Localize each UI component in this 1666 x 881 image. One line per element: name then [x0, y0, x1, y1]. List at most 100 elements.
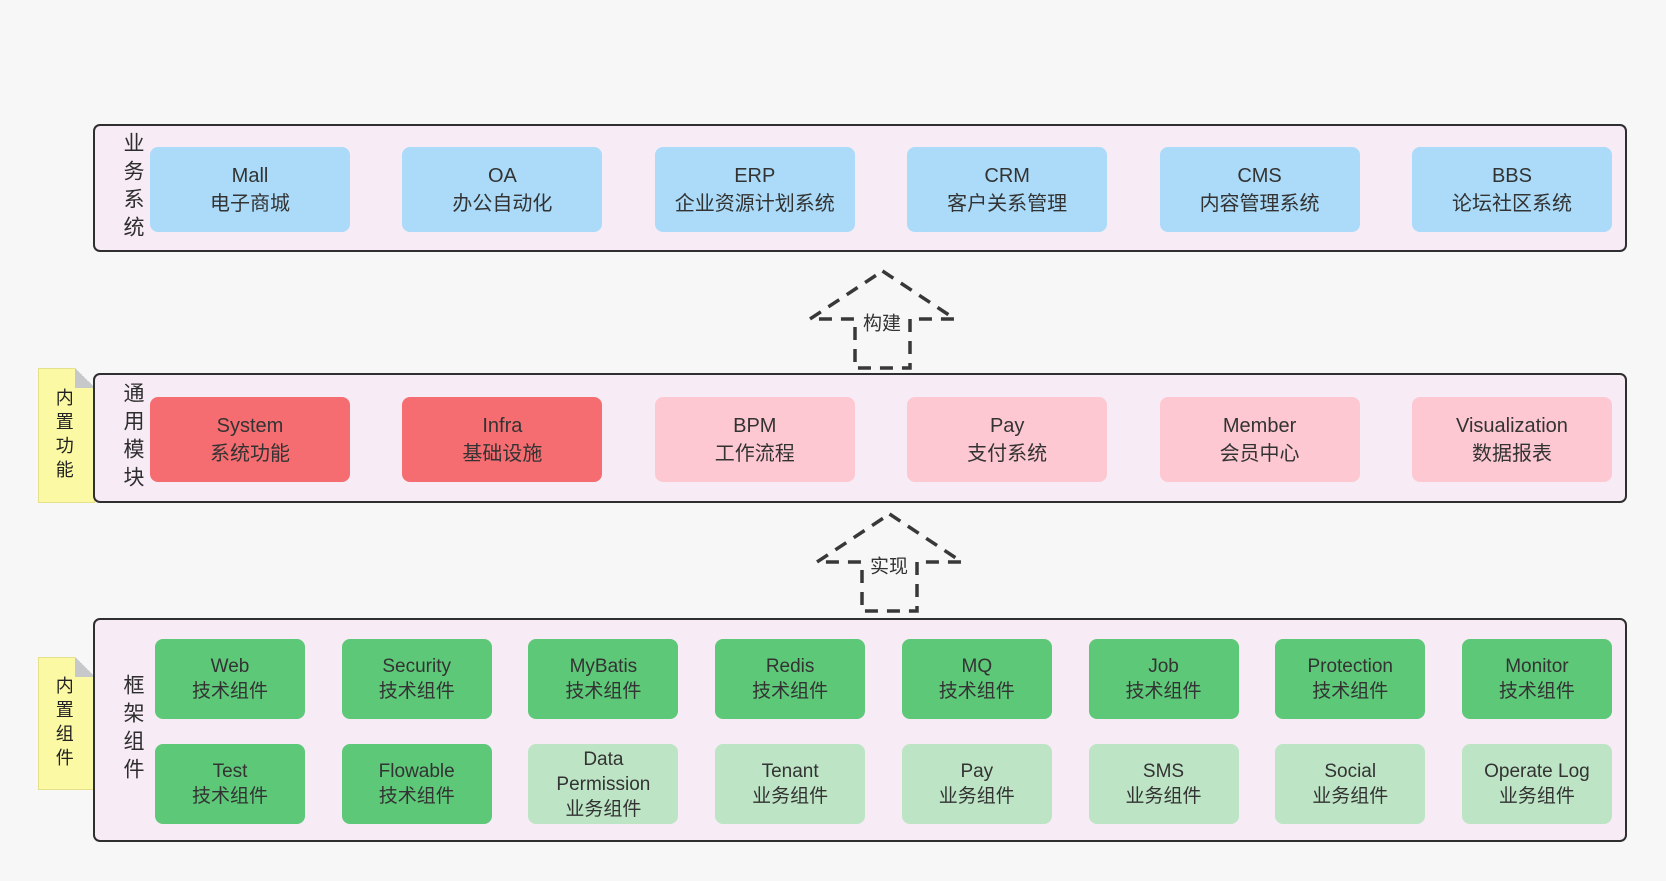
- box-subtitle: 技术组件: [752, 681, 829, 702]
- box-subtitle: 技术组件: [191, 786, 268, 807]
- box-title: Protection: [1307, 656, 1393, 677]
- band-business-systems: 业务系统 Mall 电子商城 OA 办公自动化 ERP 企业资源计划系统 CRM…: [93, 124, 1627, 252]
- box-title: Mall: [231, 164, 269, 187]
- box-subtitle: 技术组件: [378, 681, 455, 702]
- box-subtitle: 会员中心: [1219, 442, 1300, 465]
- box-title: Web: [210, 656, 250, 677]
- box-title: BPM: [733, 414, 777, 437]
- framework-components-row-1: Web 技术组件 Security 技术组件 MyBatis 技术组件 Redi…: [155, 639, 1612, 719]
- box-title: Social: [1324, 761, 1377, 782]
- box-title: ERP: [734, 164, 776, 187]
- box-cms: CMS 内容管理系统: [1159, 147, 1360, 232]
- box-subtitle: 数据报表: [1471, 442, 1552, 465]
- box-title: Redis: [765, 656, 815, 677]
- box-infra: Infra 基础设施: [402, 397, 603, 482]
- framework-components-row-2: Test 技术组件 Flowable 技术组件 Data Permission …: [155, 744, 1612, 824]
- box-bbs: BBS 论坛社区系统: [1411, 147, 1612, 232]
- box-subtitle: 支付系统: [967, 442, 1048, 465]
- box-subtitle: 基础设施: [462, 442, 543, 465]
- box-title: BBS: [1491, 164, 1532, 187]
- box-subtitle: 技术组件: [1312, 681, 1389, 702]
- box-subtitle: 技术组件: [565, 681, 642, 702]
- box-title: System: [216, 414, 284, 437]
- box-subtitle: 业务组件: [938, 786, 1015, 807]
- tab-built-in-features-label: 内置功能: [53, 387, 74, 484]
- band-framework-components: 框架组件 Web 技术组件 Security 技术组件 MyBatis 技术组件…: [93, 618, 1627, 842]
- box-subtitle: 技术组件: [1498, 681, 1575, 702]
- box-test: Test 技术组件: [155, 744, 305, 824]
- box-title: Member: [1222, 414, 1297, 437]
- implement-arrow-label: 实现: [865, 550, 913, 580]
- box-title: Data Permission: [556, 748, 651, 795]
- box-social: Social 业务组件: [1275, 744, 1426, 824]
- box-title: CMS: [1237, 164, 1282, 187]
- box-subtitle: 论坛社区系统: [1451, 192, 1572, 215]
- box-title: Pay: [960, 761, 994, 782]
- box-title: OA: [487, 164, 517, 187]
- box-title: CRM: [984, 164, 1030, 187]
- box-title: Flowable: [378, 761, 455, 782]
- common-modules-row: System 系统功能 Infra 基础设施 BPM 工作流程 Pay 支付系统…: [150, 397, 1612, 482]
- box-subtitle: 企业资源计划系统: [674, 192, 835, 215]
- box-data-permission: Data Permission 业务组件: [528, 744, 679, 824]
- tab-built-in-components: 内置组件: [38, 657, 95, 790]
- box-subtitle: 系统功能: [210, 442, 290, 465]
- box-bpm: BPM 工作流程: [654, 397, 855, 482]
- box-visualization: Visualization 数据报表: [1411, 397, 1612, 482]
- box-subtitle: 技术组件: [378, 786, 455, 807]
- implement-arrow-icon: [812, 511, 967, 613]
- build-arrow-icon: [805, 268, 960, 370]
- tab-built-in-components-label: 内置组件: [53, 675, 74, 772]
- box-mq: MQ 技术组件: [901, 639, 1052, 719]
- box-title: Visualization: [1455, 414, 1568, 437]
- box-subtitle: 办公自动化: [452, 192, 553, 215]
- build-arrow-label: 构建: [858, 307, 906, 337]
- box-redis: Redis 技术组件: [715, 639, 866, 719]
- band-label-business-systems: 业务系统: [121, 132, 144, 244]
- box-subtitle: 客户关系管理: [947, 192, 1068, 215]
- band-label-framework-components: 框架组件: [121, 674, 144, 786]
- box-erp: ERP 企业资源计划系统: [654, 147, 855, 232]
- band-common-modules: 通用模块 System 系统功能 Infra 基础设施 BPM 工作流程 Pay…: [93, 373, 1627, 503]
- box-subtitle: 业务组件: [1125, 786, 1202, 807]
- box-security: Security 技术组件: [341, 639, 492, 719]
- tab-built-in-features: 内置功能: [38, 368, 95, 503]
- box-oa: OA 办公自动化: [402, 147, 603, 232]
- box-title: Operate Log: [1484, 761, 1590, 782]
- box-title: Infra: [482, 414, 523, 437]
- box-subtitle: 业务组件: [1498, 786, 1575, 807]
- box-subtitle: 业务组件: [1312, 786, 1389, 807]
- box-sms: SMS 业务组件: [1088, 744, 1239, 824]
- box-system: System 系统功能: [150, 397, 350, 482]
- box-pay-module: Pay 支付系统: [907, 397, 1108, 482]
- box-mall: Mall 电子商城: [150, 147, 350, 232]
- box-pay-component: Pay 业务组件: [901, 744, 1052, 824]
- box-title: MyBatis: [569, 656, 638, 677]
- box-title: Monitor: [1505, 656, 1569, 677]
- box-subtitle: 业务组件: [565, 798, 642, 820]
- box-mybatis: MyBatis 技术组件: [528, 639, 679, 719]
- box-title: Tenant: [761, 761, 819, 782]
- box-subtitle: 电子商城: [210, 192, 290, 215]
- band-label-common-modules: 通用模块: [121, 382, 144, 494]
- box-subtitle: 内容管理系统: [1199, 192, 1320, 215]
- box-title: MQ: [961, 656, 993, 677]
- box-title: SMS: [1142, 761, 1185, 782]
- box-web: Web 技术组件: [155, 639, 305, 719]
- box-tenant: Tenant 业务组件: [715, 744, 866, 824]
- box-title: Security: [382, 656, 452, 677]
- box-title: Job: [1148, 656, 1179, 677]
- box-member: Member 会员中心: [1159, 397, 1360, 482]
- box-job: Job 技术组件: [1088, 639, 1239, 719]
- box-subtitle: 业务组件: [752, 786, 829, 807]
- box-title: Test: [212, 761, 248, 782]
- box-crm: CRM 客户关系管理: [907, 147, 1108, 232]
- box-flowable: Flowable 技术组件: [341, 744, 492, 824]
- box-subtitle: 工作流程: [714, 442, 795, 465]
- box-title: Pay: [989, 414, 1025, 437]
- box-operate-log: Operate Log 业务组件: [1461, 744, 1612, 824]
- box-protection: Protection 技术组件: [1275, 639, 1426, 719]
- box-subtitle: 技术组件: [1125, 681, 1202, 702]
- business-systems-row: Mall 电子商城 OA 办公自动化 ERP 企业资源计划系统 CRM 客户关系…: [150, 147, 1612, 232]
